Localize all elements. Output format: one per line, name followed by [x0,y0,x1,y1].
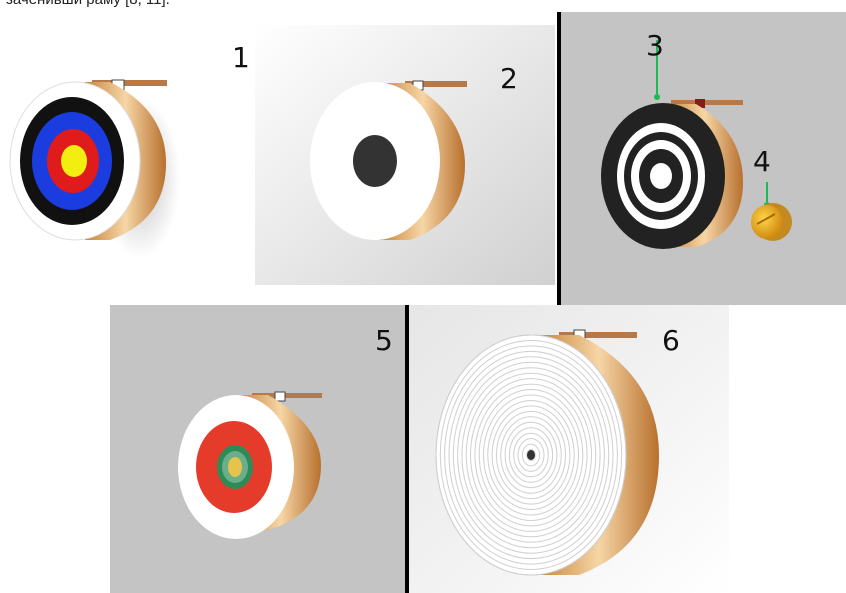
panel-6: 6 [409,305,729,593]
figure-caption: заченивши раму [8, 11]. [6,0,170,8]
callout-number-3: 3 [646,32,664,60]
panel-number-6: 6 [662,327,680,355]
target-black-white-rings-illustration [561,12,846,305]
panel-number-2: 2 [500,65,518,93]
panel-3: 3 4 [561,12,846,305]
target-colored-rings-illustration [0,30,250,280]
target-red-green-yellow-illustration [110,305,405,593]
panel-1 [0,30,250,280]
panel-5: 5 [110,305,405,593]
panel-number-1: 1 [232,44,250,72]
panel-number-5: 5 [375,327,393,355]
callout-number-4: 4 [753,148,771,176]
target-concentric-fine-rings-illustration [409,305,729,593]
